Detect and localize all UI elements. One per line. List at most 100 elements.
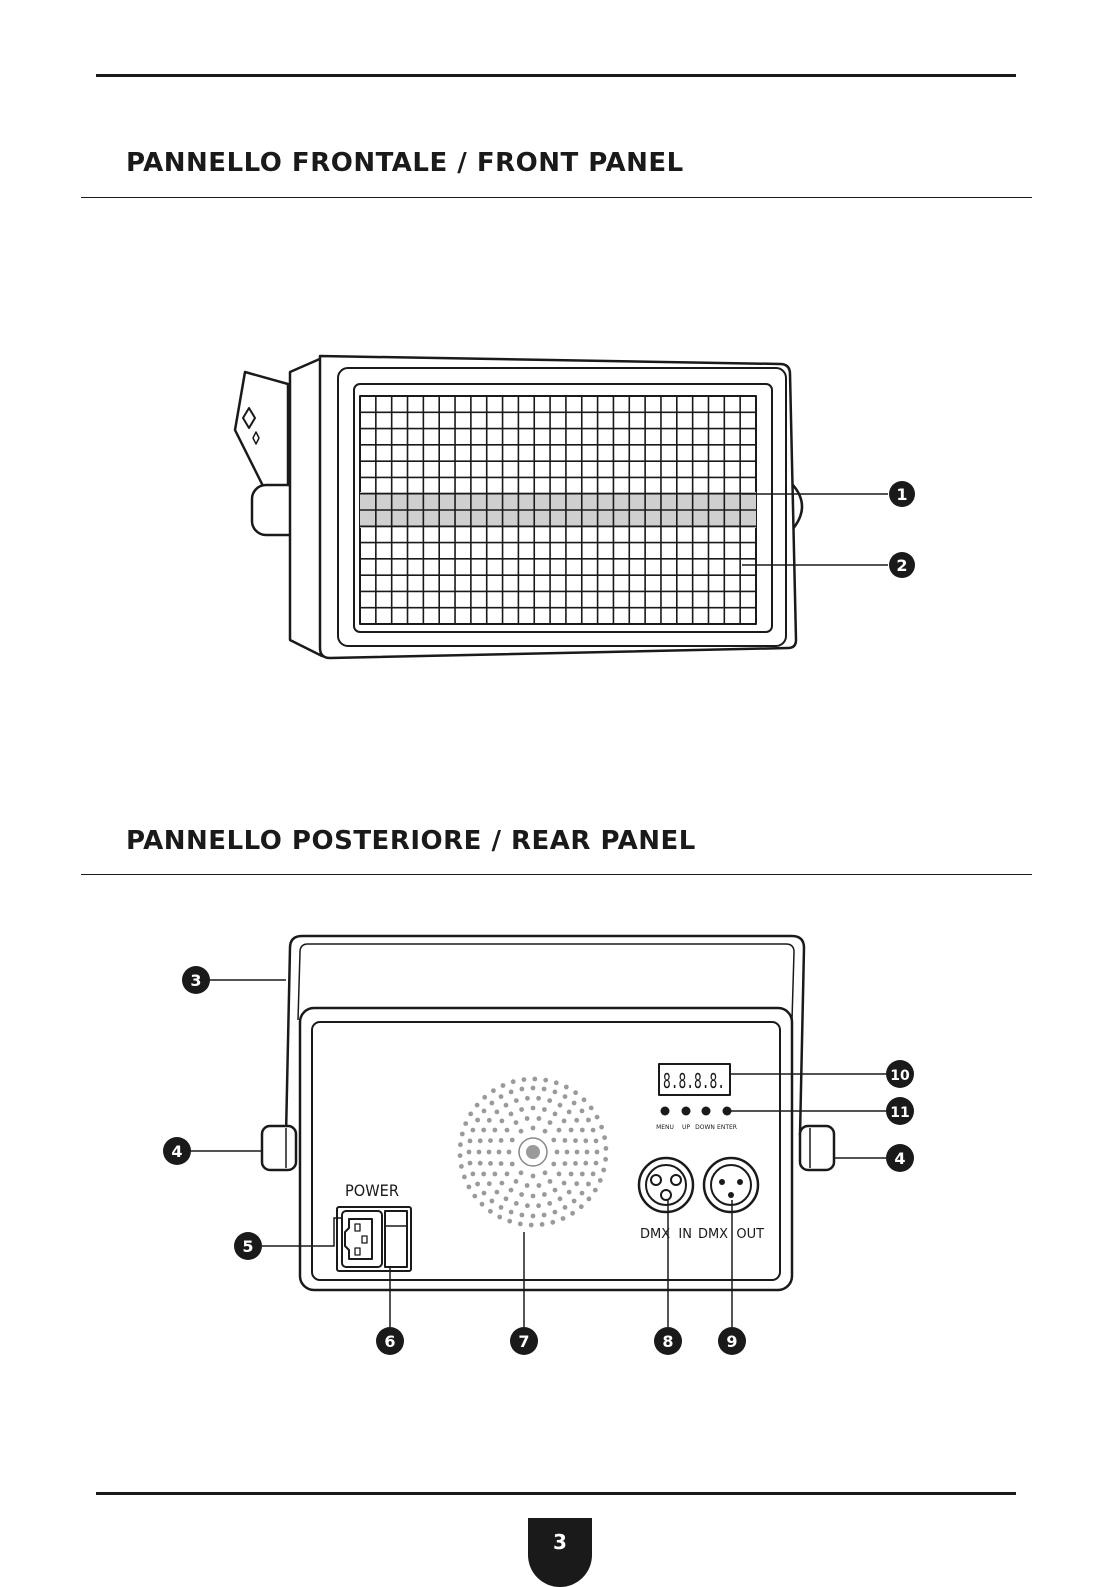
- speaker-hole: [514, 1098, 519, 1103]
- callout-6: 6: [376, 1327, 404, 1355]
- speaker-hole: [551, 1162, 556, 1167]
- speaker-hole: [510, 1162, 515, 1167]
- speaker-hole: [514, 1120, 519, 1125]
- callout-5: 5: [234, 1232, 262, 1260]
- speaker-hole: [553, 1188, 558, 1193]
- speaker-hole: [509, 1112, 514, 1117]
- speaker-hole: [558, 1196, 563, 1201]
- speaker-hole: [475, 1118, 480, 1123]
- callout-6-label: 6: [384, 1332, 395, 1351]
- speaker-hole: [595, 1115, 600, 1120]
- right-knob-rear: [800, 1126, 834, 1170]
- speaker-hole: [471, 1172, 476, 1177]
- speaker-hole: [543, 1170, 548, 1175]
- page-number: 3: [528, 1530, 592, 1554]
- speaker-hole: [543, 1078, 548, 1083]
- speaker-hole: [574, 1118, 579, 1123]
- speaker-hole: [532, 1077, 537, 1082]
- speaker-hole: [459, 1164, 464, 1169]
- speaker-hole: [510, 1138, 515, 1143]
- speaker-hole: [475, 1103, 480, 1108]
- speaker-hole: [562, 1119, 567, 1124]
- speaker-hole: [458, 1142, 463, 1147]
- speaker-hole: [555, 1150, 560, 1155]
- speaker-hole: [563, 1094, 568, 1099]
- speaker-hole: [582, 1097, 587, 1102]
- speaker-hole: [594, 1139, 599, 1144]
- speaker-hole: [543, 1129, 548, 1134]
- callout-4-right-label: 4: [894, 1149, 905, 1168]
- speaker-hole: [495, 1190, 500, 1195]
- speaker-hole: [478, 1161, 483, 1166]
- front-panel-diagram: 1 2: [0, 340, 1119, 680]
- callout-4-left: 4: [163, 1137, 191, 1165]
- callout-8-label: 8: [662, 1332, 673, 1351]
- speaker-hole: [579, 1204, 584, 1209]
- speaker-hole: [499, 1094, 504, 1099]
- speaker-hole: [583, 1161, 588, 1166]
- top-rule: [96, 74, 1016, 77]
- speaker-hole: [557, 1172, 562, 1177]
- speaker-hole: [525, 1096, 530, 1101]
- speaker-hole: [507, 1219, 512, 1224]
- speaker-hole: [587, 1197, 592, 1202]
- speaker-hole: [574, 1181, 579, 1186]
- speaker-hole: [572, 1101, 577, 1106]
- speaker-hole: [520, 1087, 525, 1092]
- speaker-hole: [567, 1110, 572, 1115]
- speaker-hole: [519, 1129, 524, 1134]
- speaker-hole: [573, 1161, 578, 1166]
- speaker-hole: [463, 1121, 468, 1126]
- speaker-hole: [580, 1128, 585, 1133]
- callout-7: 7: [510, 1327, 538, 1355]
- speaker-hole: [495, 1110, 500, 1115]
- speaker-hole: [569, 1172, 574, 1177]
- page-number-tab: 3: [528, 1518, 592, 1587]
- speaker-hole: [488, 1209, 493, 1214]
- speaker-hole: [480, 1202, 485, 1207]
- speaker-hole: [509, 1210, 514, 1215]
- speaker-hole: [542, 1107, 547, 1112]
- callout-10-label: 10: [890, 1068, 910, 1084]
- speaker-hole: [537, 1116, 542, 1121]
- speaker-hole: [569, 1128, 574, 1133]
- front-panel-title: PANNELLO FRONTALE / FRONT PANEL: [126, 148, 684, 178]
- speaker-hole: [547, 1201, 552, 1206]
- speaker-hole: [468, 1161, 473, 1166]
- speaker-hole: [585, 1150, 590, 1155]
- speaker-hole: [467, 1150, 472, 1155]
- speaker-hole: [550, 1220, 555, 1225]
- speaker-hole: [458, 1153, 463, 1158]
- up-button: [682, 1107, 691, 1116]
- callout-7-label: 7: [518, 1332, 529, 1351]
- speaker-hole: [487, 1150, 492, 1155]
- speaker-hole: [493, 1172, 498, 1177]
- speaker-hole: [537, 1183, 542, 1188]
- speaker-hole: [563, 1138, 568, 1143]
- speaker-hole: [561, 1216, 566, 1221]
- speaker-hole: [499, 1138, 504, 1143]
- speaker-hole: [471, 1128, 476, 1133]
- speaker-hole: [553, 1112, 558, 1117]
- down-label: DOWN: [695, 1124, 715, 1131]
- speaker-hole: [554, 1080, 559, 1085]
- speaker-hole: [595, 1150, 600, 1155]
- speaker-hole: [487, 1181, 492, 1186]
- speaker-hole: [536, 1096, 541, 1101]
- speaker-hole: [497, 1215, 502, 1220]
- speaker-hole: [514, 1201, 519, 1206]
- bracket-arm: [235, 372, 288, 500]
- speaker-hole: [580, 1191, 585, 1196]
- speaker-hole: [501, 1083, 506, 1088]
- speaker-hole: [558, 1103, 563, 1108]
- speaker-hole: [462, 1175, 467, 1180]
- speaker-hole: [525, 1203, 530, 1208]
- speaker-hole: [565, 1150, 570, 1155]
- speaker-hole: [531, 1106, 536, 1111]
- speaker-hole: [553, 1090, 558, 1095]
- speaker-hole: [522, 1077, 527, 1082]
- speaker-hole: [536, 1203, 541, 1208]
- speaker-hole: [580, 1172, 585, 1177]
- speaker-hole: [519, 1170, 524, 1175]
- callout-10: 10: [886, 1060, 914, 1088]
